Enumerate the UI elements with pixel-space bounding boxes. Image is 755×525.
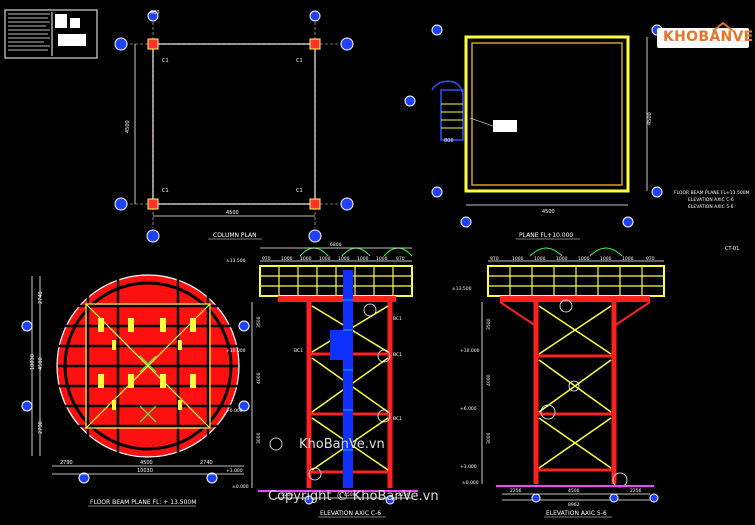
floor-beam-dim: 4500 bbox=[140, 460, 153, 466]
elev-c6-bay-dim: 1000 bbox=[376, 256, 388, 262]
floor-beam-title: FLOOR BEAM PLANE FL: + 13.500M bbox=[90, 499, 196, 506]
elev-c6-bay-dim: 1000 bbox=[338, 256, 350, 262]
khobanve-logo: KHOBANVE bbox=[657, 22, 753, 50]
column-plan-dim-top: 400 bbox=[150, 10, 160, 16]
elev-c6-story-dim: 4000 bbox=[256, 372, 262, 384]
plane-fl-10: 4500 4500 800 PLANE FL+10.000 bbox=[404, 24, 663, 240]
elev-c6-story-dim: 3000 bbox=[256, 432, 262, 444]
elev-56-dim-bottom: 2256 bbox=[510, 488, 522, 494]
elev-56-bay-dim: 1000 bbox=[622, 256, 634, 262]
elev-c6-brace-mark: BC1 bbox=[393, 316, 402, 322]
house-roof-icon bbox=[712, 22, 734, 32]
column-mark-c1: C1 bbox=[162, 58, 169, 64]
column-plan-dim-width: 4500 bbox=[226, 210, 239, 216]
elev-c6-brace-mark: BC1 bbox=[294, 348, 303, 354]
elevation-56: 970 1000 1000 1000 1000 1000 1000 970 ±1… bbox=[452, 247, 665, 518]
floor-beam-dim-left: 2740 bbox=[38, 291, 44, 304]
elevation-c6: 6800 970 1000 1000 1000 1000 1000 1000 9… bbox=[226, 242, 418, 518]
floor-beam-dim-left-total: 10030 bbox=[30, 354, 36, 370]
elev-56-dim-bottom: 2256 bbox=[630, 488, 642, 494]
floor-beam-dim: 2740 bbox=[200, 460, 213, 466]
elev-56-bay-dim: 1000 bbox=[600, 256, 612, 262]
elev-56-bay-dim: 1000 bbox=[534, 256, 546, 262]
elev-c6-dim-top: 6800 bbox=[330, 242, 342, 248]
column-plan-title: COLUMN PLAN bbox=[213, 232, 257, 239]
floor-beam-dim: 2790 bbox=[60, 460, 73, 466]
elev-c6-brace-mark: BC1 bbox=[393, 416, 402, 422]
floor-beam-dim-total: 10030 bbox=[137, 468, 153, 474]
logo-text: KHOBANVE bbox=[663, 29, 754, 45]
elev-c6-level: ±13.500 bbox=[226, 258, 246, 264]
elev-56-level: +6.000 bbox=[460, 406, 477, 412]
watermark-center: KhoBanVe.vn bbox=[299, 437, 385, 452]
plane-title: PLANE FL+10.000 bbox=[519, 232, 573, 239]
plane-dim-width: 4500 bbox=[542, 209, 555, 215]
elev-c6-bay-dim: 1000 bbox=[357, 256, 369, 262]
elev-c6-bay-dim: 970 bbox=[396, 256, 405, 262]
elev-c6-brace-mark: BC1 bbox=[393, 352, 402, 358]
elev-56-story-dim: 4000 bbox=[486, 374, 492, 386]
elev-56-bay-dim: 1000 bbox=[556, 256, 568, 262]
column-plan: 4500 4500 400 C1 C1 C1 C1 COLUMN PLAN bbox=[114, 10, 354, 243]
logo-box bbox=[657, 28, 749, 48]
elev-56-level: +10.000 bbox=[460, 348, 480, 354]
watermark-copyright: Copyright © KhoBanVe.vn bbox=[268, 489, 439, 504]
floor-beam-plane: 2790 4500 2740 10030 2740 4500 2790 1003… bbox=[21, 274, 250, 507]
floor-beam-dim-left: 2790 bbox=[38, 421, 44, 434]
column-mark-c1: C1 bbox=[296, 58, 303, 64]
elev-56-dim-bottom: 4500 bbox=[568, 488, 580, 494]
elev-c6-bay-dim: 1000 bbox=[281, 256, 293, 262]
elev-c6-dim-bottom: 2256 bbox=[282, 492, 294, 498]
title-block bbox=[4, 9, 98, 59]
elev-c6-bay-dim: 970 bbox=[262, 256, 271, 262]
sheet-code: CT-01 bbox=[725, 246, 739, 252]
plane-dim-height: 4500 bbox=[647, 112, 653, 125]
elev-c6-level: +10.000 bbox=[226, 348, 246, 354]
floor-beam-dim-left: 4500 bbox=[38, 357, 44, 370]
elev-56-bay-dim: 970 bbox=[490, 256, 499, 262]
elev-c6-bay-dim: 1000 bbox=[300, 256, 312, 262]
elev-56-bay-dim: 1000 bbox=[578, 256, 590, 262]
note-line-1: FLOOR BEAM PLANE FL+13.500M bbox=[674, 190, 750, 196]
elev-c6-dim-bottom: 4500 bbox=[344, 492, 356, 498]
note-line-3: ELEVATION AXIC 5-6 bbox=[688, 204, 734, 210]
sheet-notes: FLOOR BEAM PLANE FL+13.500M ELEVATION AX… bbox=[674, 190, 750, 210]
elev-56-level: +3.000 bbox=[460, 464, 477, 470]
plane-dim-stair: 800 bbox=[444, 138, 454, 144]
elev-56-story-dim: 3000 bbox=[486, 432, 492, 444]
elev-56-title: ELEVATION AXIC 5-6 bbox=[546, 510, 607, 517]
note-line-2: ELEVATION AXIC C-6 bbox=[688, 197, 734, 203]
elev-56-story-dim: 3500 bbox=[486, 318, 492, 330]
elev-c6-title: ELEVATION AXIC C-6 bbox=[320, 510, 381, 517]
elev-c6-level: +3.000 bbox=[226, 468, 243, 474]
elev-56-dim-total: 8962 bbox=[568, 502, 580, 508]
elev-c6-bay-dim: 1000 bbox=[319, 256, 331, 262]
column-mark-c1: C1 bbox=[296, 188, 303, 194]
elev-56-level: ±0.000 bbox=[462, 480, 479, 486]
column-plan-dim-height: 4500 bbox=[125, 120, 131, 133]
elev-c6-story-dim: 3500 bbox=[256, 316, 262, 328]
column-mark-c1: C1 bbox=[162, 188, 169, 194]
elev-c6-dim-bottom: 2256 bbox=[398, 492, 410, 498]
elev-c6-level: +6.000 bbox=[226, 408, 243, 414]
elev-c6-level: ±0.000 bbox=[232, 484, 249, 490]
elev-56-bay-dim: 1000 bbox=[512, 256, 524, 262]
elev-56-bay-dim: 970 bbox=[646, 256, 655, 262]
elev-56-level: ±13.500 bbox=[452, 286, 472, 292]
